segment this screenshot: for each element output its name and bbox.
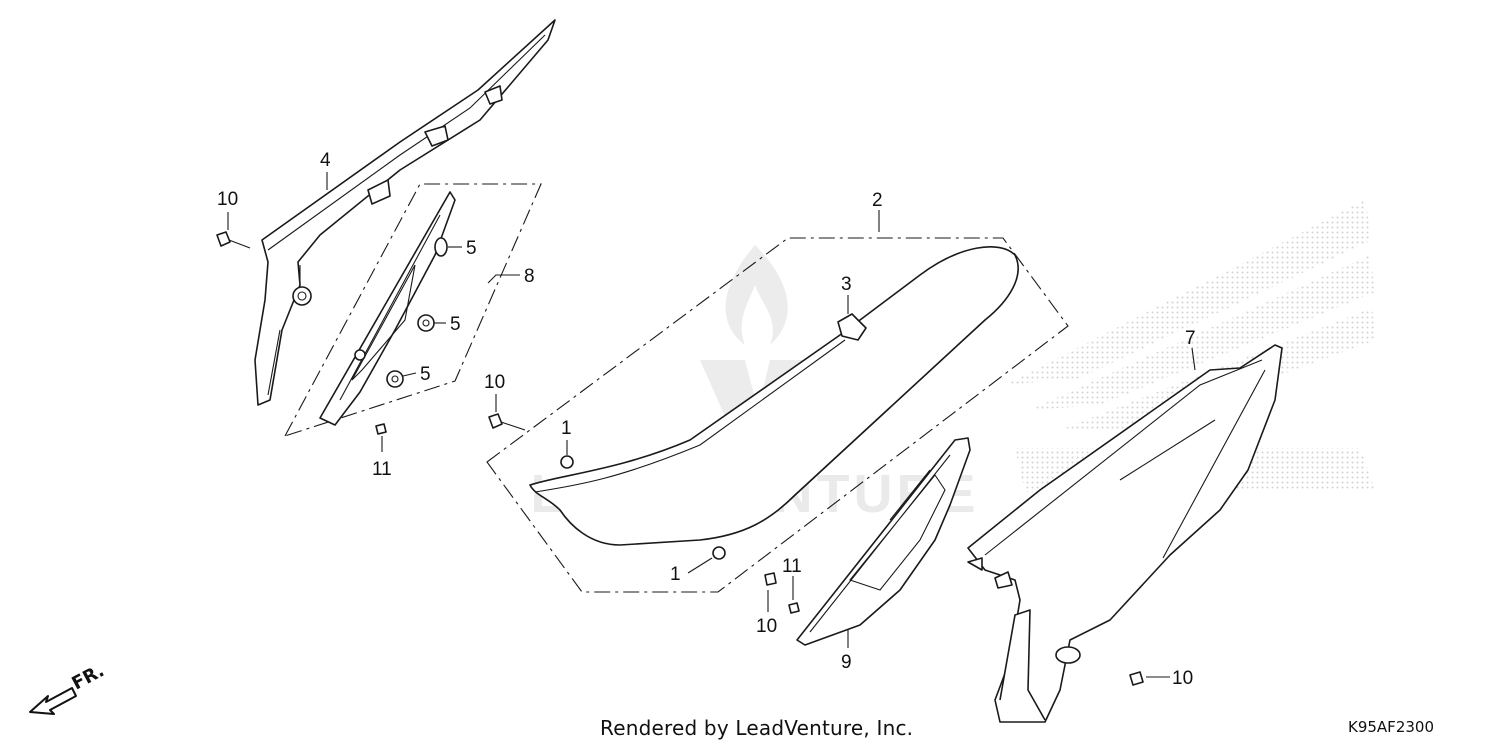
- callout-4: 4: [320, 150, 331, 171]
- part-11-screw[interactable]: [375, 423, 800, 614]
- part-9-right-inner-panel[interactable]: [796, 437, 971, 646]
- callout-11: 11: [372, 459, 392, 480]
- callout-1: 1: [561, 418, 572, 439]
- part-8-left-inner-panel[interactable]: [283, 183, 542, 437]
- diagram-code: K95AF2300: [1348, 718, 1434, 736]
- callout-11: 11: [782, 556, 802, 577]
- front-direction-label: FR.: [68, 660, 107, 694]
- leader-lines: [227, 172, 1196, 678]
- part-7-right-side-cover[interactable]: [967, 344, 1283, 723]
- part-10-bolt[interactable]: [216, 231, 1144, 686]
- render-credit: Rendered by LeadVenture, Inc.: [600, 716, 914, 740]
- callout-7: 7: [1185, 328, 1196, 349]
- callout-5: 5: [466, 238, 477, 259]
- callout-10: 10: [1172, 668, 1193, 689]
- callout-5: 5: [450, 314, 461, 335]
- callout-9: 9: [841, 652, 852, 673]
- part-3-clip[interactable]: [837, 313, 867, 341]
- part-2-seat[interactable]: [486, 237, 1069, 593]
- callout-labels: 4 10 8 5 5 5 11 10 1 2 3 1 10 11 9 7 10: [217, 150, 1196, 689]
- front-arrow-icon: FR.: [29, 660, 108, 715]
- part-4-left-side-cover[interactable]: [254, 19, 556, 406]
- callout-2: 2: [872, 190, 883, 211]
- callout-10: 10: [756, 616, 777, 637]
- callout-3: 3: [841, 274, 852, 295]
- callout-10: 10: [484, 372, 505, 393]
- callout-8: 8: [524, 266, 535, 287]
- callout-1: 1: [670, 564, 681, 585]
- part-1-cushion[interactable]: [560, 455, 726, 560]
- callout-5: 5: [420, 364, 431, 385]
- callout-10: 10: [217, 189, 238, 210]
- part-5-grommet[interactable]: [386, 237, 448, 388]
